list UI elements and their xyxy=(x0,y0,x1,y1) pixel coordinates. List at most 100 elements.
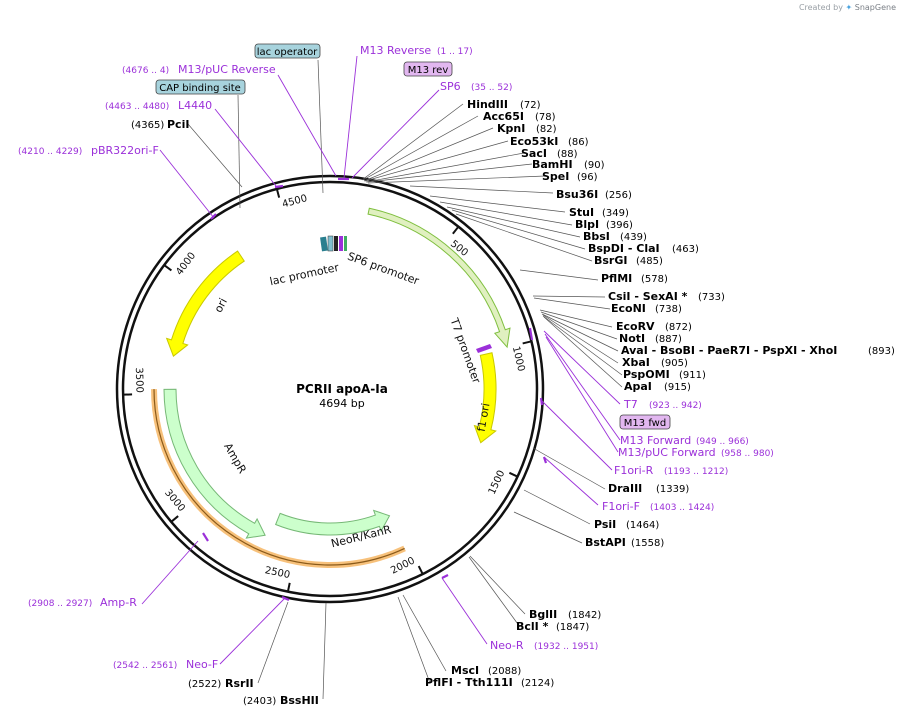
enzyme-bbsi[interactable]: BbsI xyxy=(583,230,610,243)
enzyme-draiii[interactable]: DraIII xyxy=(608,482,642,495)
feature-arrow-t7-promoter[interactable] xyxy=(367,207,511,349)
enzyme-noti-pos: (887) xyxy=(655,334,682,345)
primer-sp6-range: (35 .. 52) xyxy=(471,83,512,93)
enzyme-ecorv-pos: (872) xyxy=(665,322,692,333)
enzyme-rsrii[interactable]: RsrII xyxy=(225,677,254,690)
enzyme-bamhi[interactable]: BamHI xyxy=(532,158,573,171)
primer-neo-r-range: (1932 .. 1951) xyxy=(534,642,598,652)
primer-amp-r[interactable]: Amp-R xyxy=(100,596,137,609)
m13-rev-text: M13 rev xyxy=(408,65,449,76)
enzyme-pspomi[interactable]: PspOMI xyxy=(623,368,670,381)
primer-pbr322ori-f[interactable]: pBR322ori-F xyxy=(91,144,159,157)
enzyme-csii-sexai[interactable]: CsiI - SexAI * xyxy=(608,290,688,303)
primer-m13-reverse[interactable]: M13 Reverse xyxy=(360,44,431,57)
enzyme-psii[interactable]: PsiI xyxy=(594,518,616,531)
primer-m13-forward[interactable]: M13 Forward xyxy=(620,434,691,447)
enzyme-econi[interactable]: EcoNI xyxy=(611,302,646,315)
primer-f1ori-f[interactable]: F1ori-F xyxy=(602,500,640,513)
enzyme-pflmi[interactable]: PflMI xyxy=(601,272,632,285)
enzyme-labels-right: HindIII (72) Acc65I (78) KpnI (82) Eco53… xyxy=(425,98,895,689)
enzyme-hindiii[interactable]: HindIII xyxy=(467,98,508,111)
enzyme-saci[interactable]: SacI xyxy=(521,147,547,160)
tick-label-1500: 1500 xyxy=(487,469,508,497)
enzyme-kpni[interactable]: KpnI xyxy=(497,122,525,135)
primer-m13-puc-reverse-range: (4676 .. 4) xyxy=(122,66,169,76)
enzyme-stui[interactable]: StuI xyxy=(569,206,594,219)
feature-arrow-f1-ori[interactable] xyxy=(473,352,497,444)
features xyxy=(151,207,511,568)
enzyme-pflfi-tth111i-pos: (2124) xyxy=(521,678,554,689)
enzyme-apai[interactable]: ApaI xyxy=(624,380,652,393)
enzyme-msci[interactable]: MscI xyxy=(451,664,479,677)
enzyme-pcii-pos: (4365) xyxy=(131,120,164,131)
enzyme-bspdi-clai[interactable]: BspDI - ClaI xyxy=(588,242,660,255)
primer-f1ori-r-range: (1193 .. 1212) xyxy=(664,467,728,477)
tick-label-4000: 4000 xyxy=(174,251,198,278)
primer-m13-forward-range: (949 .. 966) xyxy=(696,437,749,447)
enzyme-pflfi-tth111i[interactable]: PflFI - Tth111I xyxy=(425,676,513,689)
enzyme-avai-group-pos: (893) xyxy=(868,346,895,357)
primer-pbr322ori-f-range: (4210 .. 4229) xyxy=(18,147,82,157)
ampr-label: AmpR xyxy=(221,441,249,476)
enzyme-rsrii-pos: (2522) xyxy=(188,679,221,690)
primer-f1ori-f-range: (1403 .. 1424) xyxy=(650,503,714,513)
amp-region-line xyxy=(153,389,405,566)
snapgene-credit: Created by ✦ SnapGene xyxy=(799,3,896,12)
primer-neo-r[interactable]: Neo-R xyxy=(490,639,524,652)
enzyme-stui-pos: (349) xyxy=(602,208,629,219)
primer-t7[interactable]: T7 xyxy=(623,398,638,411)
tick-mark-500 xyxy=(452,226,459,235)
feature-arrow-neor-kanr[interactable] xyxy=(274,509,391,536)
enzyme-bsrgi[interactable]: BsrGI xyxy=(594,254,627,267)
credit-prefix: Created by xyxy=(798,3,843,12)
promoter-glyphs xyxy=(320,235,492,353)
enzyme-bcli[interactable]: BclI * xyxy=(516,620,549,633)
tick-mark-4500 xyxy=(276,189,281,198)
cap-binding-box[interactable]: CAP binding site xyxy=(155,79,246,95)
m13-fwd-box[interactable]: M13 fwd xyxy=(619,414,671,430)
enzyme-kpni-pos: (82) xyxy=(536,124,557,135)
enzyme-msci-pos: (2088) xyxy=(488,666,521,677)
enzyme-ecorv[interactable]: EcoRV xyxy=(616,320,655,333)
primer-m13-puc-forward[interactable]: M13/pUC Forward xyxy=(618,446,716,459)
enzyme-bstapi[interactable]: BstAPI xyxy=(585,536,626,549)
enzyme-blpi[interactable]: BlpI xyxy=(575,218,599,231)
primer-f1ori-r[interactable]: F1ori-R xyxy=(614,464,654,477)
enzyme-bsshii[interactable]: BssHII xyxy=(280,694,319,707)
enzyme-pflmi-pos: (578) xyxy=(641,274,668,285)
snapgene-logo-icon: ✦ xyxy=(845,3,853,12)
enzyme-avai-group[interactable]: AvaI - BsoBI - PaeR7I - PspXI - XhoI xyxy=(621,344,837,357)
tick-label-3500: 3500 xyxy=(133,367,145,393)
tick-label-1000: 1000 xyxy=(510,345,527,372)
enzyme-pspomi-pos: (911) xyxy=(679,370,706,381)
enzyme-eco53ki[interactable]: Eco53kI xyxy=(510,135,558,148)
primer-l4440[interactable]: L4440 xyxy=(178,99,212,112)
enzyme-pcii[interactable]: PciI xyxy=(167,118,189,131)
enzyme-xbai-pos: (905) xyxy=(661,358,688,369)
enzyme-xbai[interactable]: XbaI xyxy=(622,356,650,369)
enzyme-bstapi-pos: (1558) xyxy=(631,538,664,549)
enzyme-hindiii-pos: (72) xyxy=(520,100,541,111)
tick-mark-2000 xyxy=(417,565,424,574)
enzyme-bglii[interactable]: BglII xyxy=(529,608,557,621)
enzyme-bsu36i-pos: (256) xyxy=(605,190,632,201)
m13-rev-box[interactable]: M13 rev xyxy=(403,61,453,77)
enzyme-spei[interactable]: SpeI xyxy=(542,170,569,183)
enzyme-apai-pos: (915) xyxy=(664,382,691,393)
primer-m13-puc-reverse[interactable]: M13/pUC Reverse xyxy=(178,63,276,76)
feature-arrow-ori[interactable] xyxy=(165,250,245,357)
primer-sp6[interactable]: SP6 xyxy=(440,80,461,93)
tick-mark-2500 xyxy=(287,582,291,591)
enzyme-bsu36i[interactable]: Bsu36I xyxy=(556,188,598,201)
enzyme-noti[interactable]: NotI xyxy=(619,332,645,345)
tick-mark-3000 xyxy=(171,515,179,522)
enzyme-bsrgi-pos: (485) xyxy=(636,256,663,267)
enzyme-econi-pos: (738) xyxy=(655,304,682,315)
enzyme-acc65i[interactable]: Acc65I xyxy=(483,110,524,123)
lac-operator-box[interactable]: lac operator xyxy=(254,43,321,59)
enzyme-bglii-pos: (1842) xyxy=(568,610,601,621)
feature-arrow-ampr[interactable] xyxy=(163,388,266,539)
enzyme-psii-pos: (1464) xyxy=(626,520,659,531)
primer-neo-f[interactable]: Neo-F xyxy=(186,658,218,671)
